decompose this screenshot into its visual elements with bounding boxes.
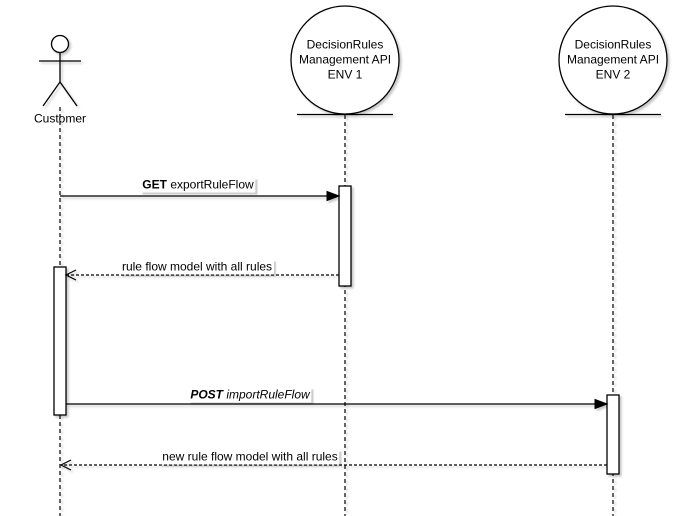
entity-symbol-env1 [290,5,400,116]
participant-label-customer-text: Customer [33,111,87,126]
participant-label-customer: Customer [34,112,86,127]
arrowhead-filled-get-export-icon [326,190,341,202]
activation-bar-customer [53,266,67,416]
participant-label-env2-line3: ENV 2 [595,67,631,82]
message-label-return-new-rule-flow-text: new rule flow model with all rules [162,449,338,464]
actor-head [50,34,70,54]
participant-label-env2: DecisionRules Management API ENV 2 [567,38,659,83]
activation-bar-env1 [338,185,352,287]
participant-label-env1-line1: DecisionRules [306,37,384,52]
activation-bar-env2 [606,394,620,475]
actor-icon [39,34,81,107]
message-label-post-import: POST importRuleFlow [188,387,312,403]
message-label-post-import-method: POST [190,387,223,402]
message-label-get-export-text: exportRuleFlow [170,177,254,192]
message-label-return-rule-flow: rule flow model with all rules [119,259,275,275]
arrowhead-open-return-new-rule-flow-icon [59,459,72,471]
message-label-return-rule-flow-text: rule flow model with all rules [121,259,273,274]
actor-leg-right [59,81,78,107]
message-label-return-new-rule-flow: new rule flow model with all rules [160,449,340,465]
arrowhead-open-return-rule-flow-icon [64,269,77,281]
participant-label-env1: DecisionRules Management API ENV 1 [299,38,391,83]
participant-label-env2-line1: DecisionRules [574,37,652,52]
message-label-post-import-text: importRuleFlow [226,387,310,402]
message-label-get-export-method: GET [142,177,167,192]
entity-symbol-env2 [558,5,668,116]
message-label-get-export: GET exportRuleFlow [140,177,256,193]
arrowhead-filled-post-import-icon [594,398,609,410]
participant-label-env1-line3: ENV 1 [327,67,363,82]
participant-label-env1-line2: Management API [298,52,392,67]
actor-leg-left [42,81,61,107]
participant-label-env2-line2: Management API [566,52,660,67]
